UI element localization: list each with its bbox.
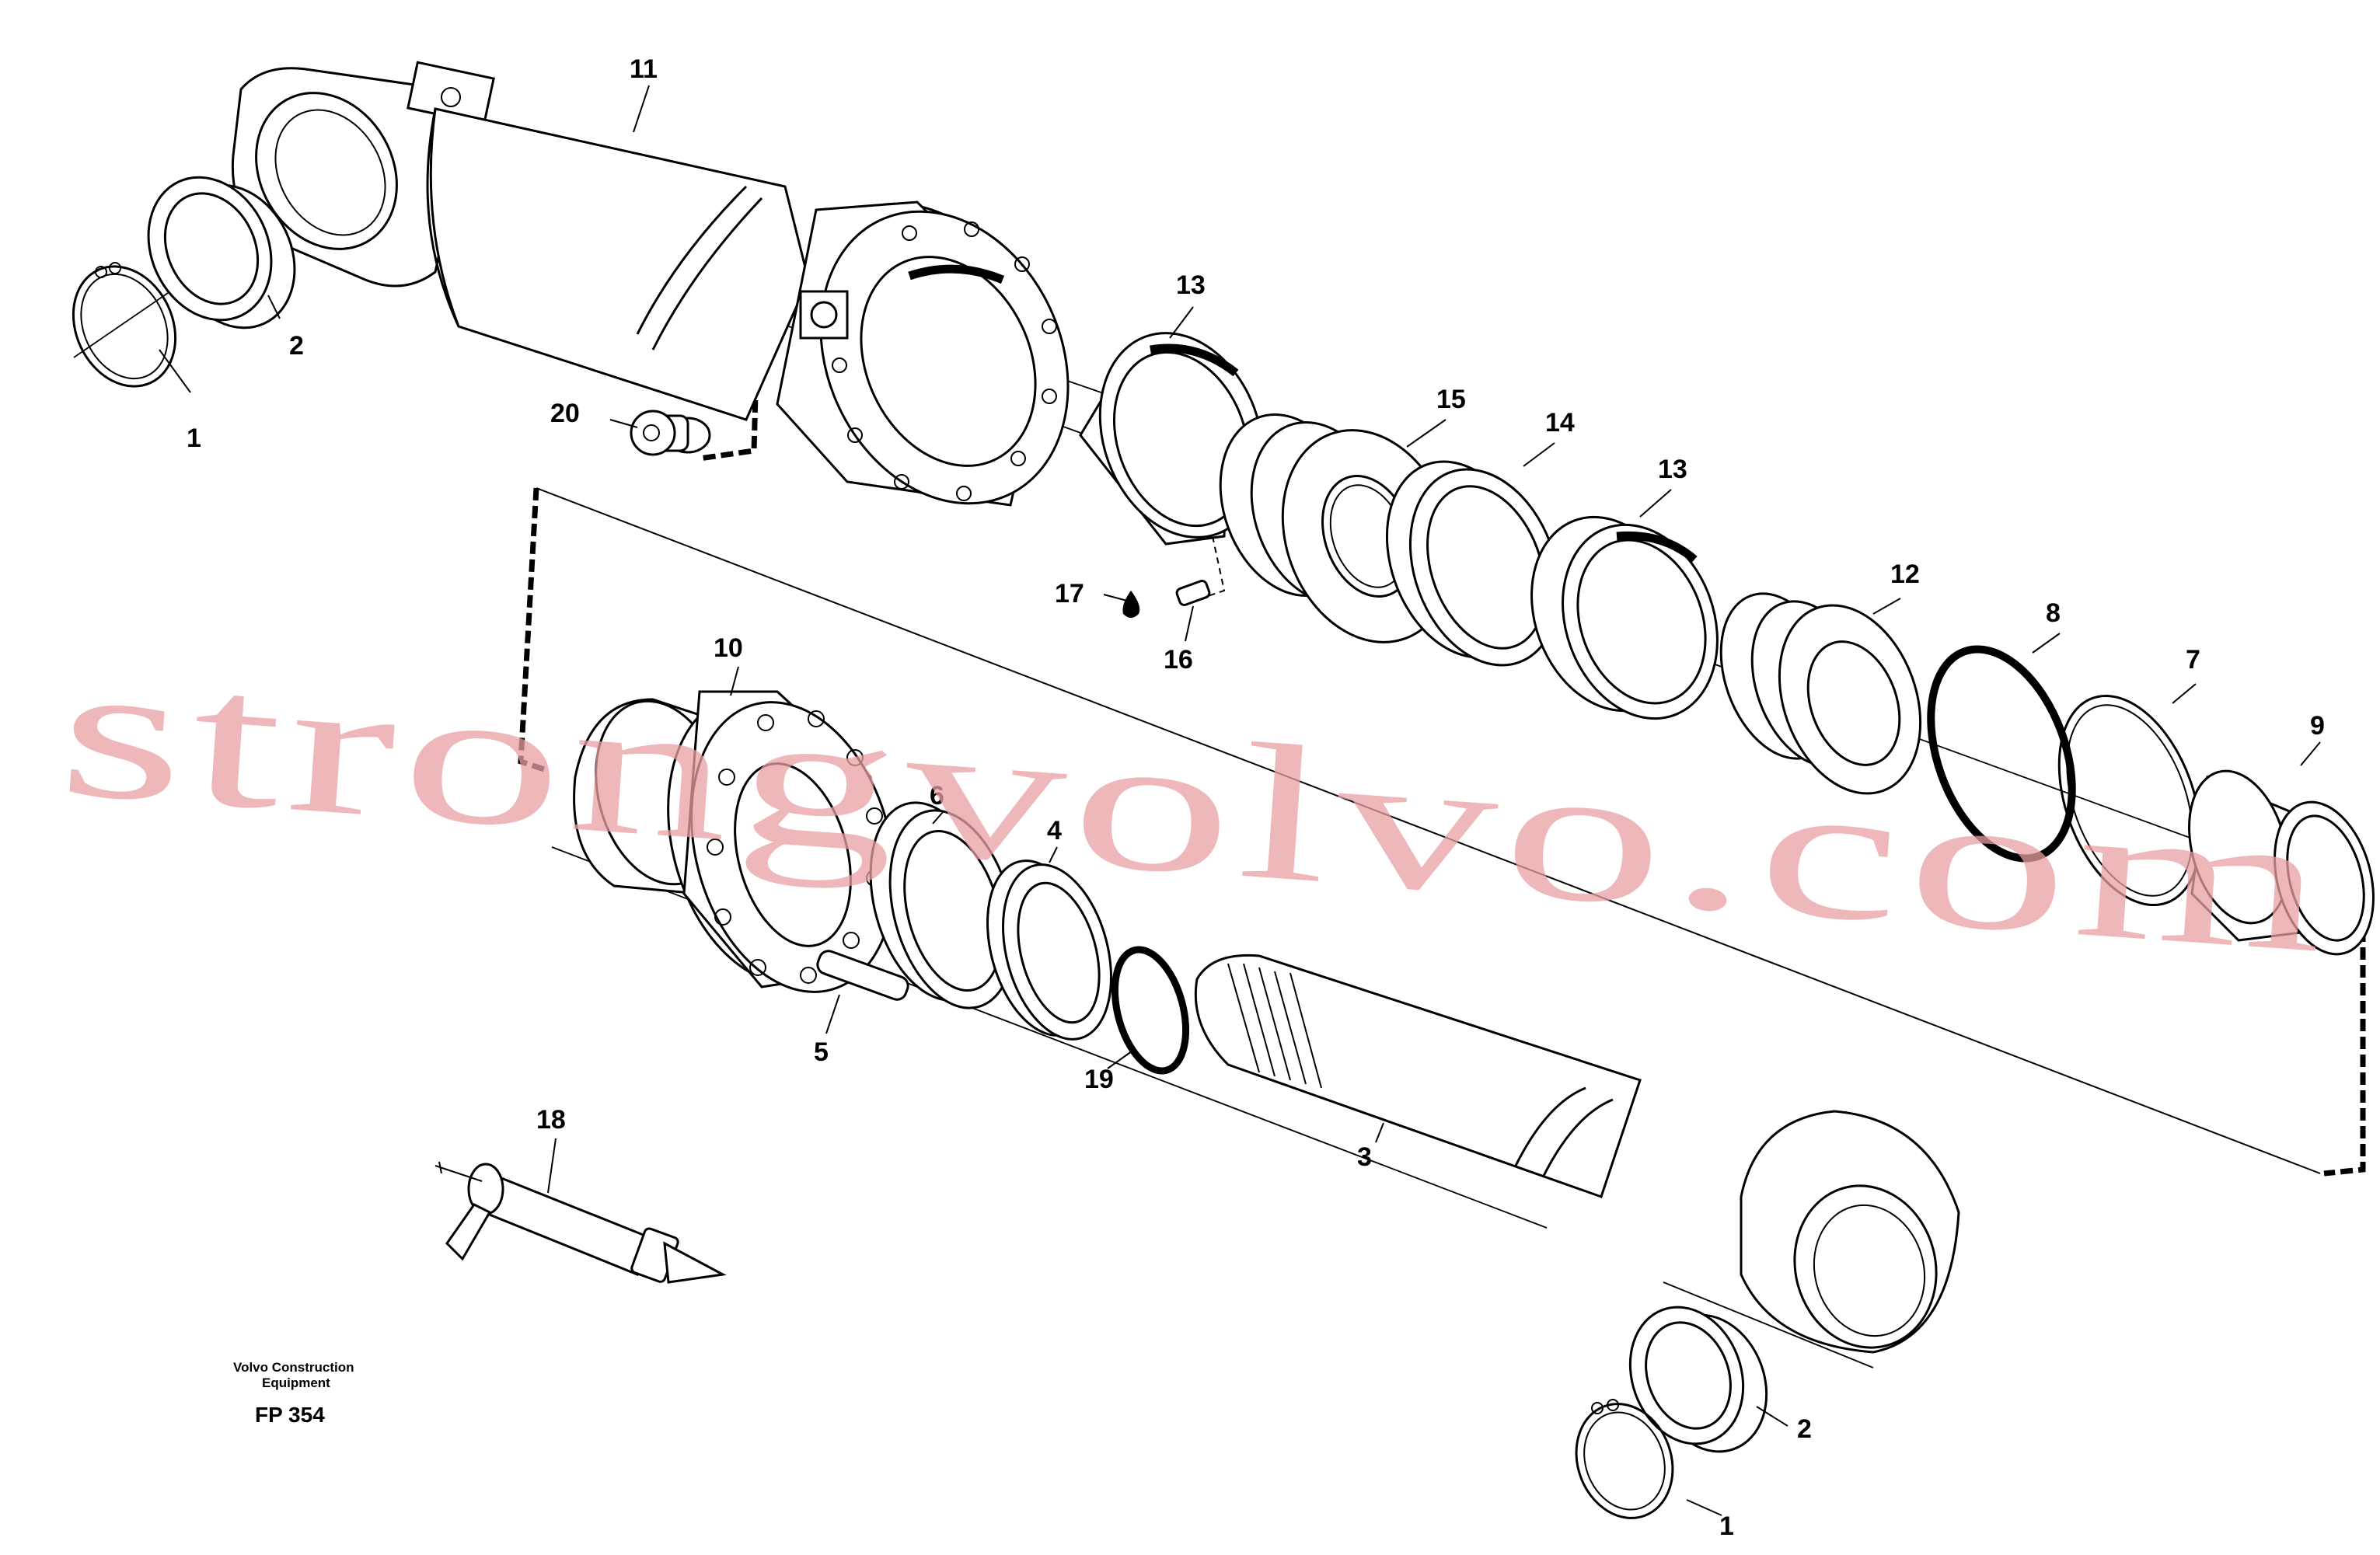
circlip-bottom bbox=[1575, 1399, 1674, 1519]
figure-code: FP 354 bbox=[255, 1403, 325, 1427]
cylinder-head bbox=[573, 690, 895, 993]
bushing bbox=[2188, 769, 2375, 956]
backup-ring bbox=[2057, 694, 2202, 907]
callout-20: 20 bbox=[550, 399, 580, 428]
grease-nipple bbox=[630, 410, 711, 456]
callout-4: 4 bbox=[1047, 816, 1062, 845]
callout-3: 3 bbox=[1357, 1142, 1372, 1172]
callout-19: 19 bbox=[1084, 1065, 1114, 1094]
callout-1-top: 1 bbox=[187, 424, 201, 453]
rod-seal bbox=[986, 859, 1112, 1041]
piston-ring bbox=[1719, 592, 1922, 795]
callout-17: 17 bbox=[1055, 579, 1084, 608]
piston-rod bbox=[1194, 954, 1960, 1354]
o-ring bbox=[1927, 645, 2076, 863]
callout-11: 11 bbox=[630, 54, 658, 84]
callout-16: 16 bbox=[1164, 645, 1193, 675]
callout-14: 14 bbox=[1545, 408, 1575, 438]
callout-6: 6 bbox=[930, 781, 944, 811]
callout-15: 15 bbox=[1436, 385, 1466, 414]
company-name-line2: Equipment bbox=[262, 1375, 330, 1390]
callout-1-bottom: 1 bbox=[1719, 1511, 1734, 1541]
callout-5: 5 bbox=[814, 1037, 829, 1067]
callout-2-bottom: 2 bbox=[1797, 1414, 1812, 1444]
callout-12: 12 bbox=[1890, 560, 1920, 589]
callout-13-lower: 13 bbox=[1658, 455, 1687, 484]
rod-ring bbox=[1111, 946, 1190, 1075]
figure-footer: Volvo Construction Equipment FP 354 bbox=[233, 1360, 354, 1427]
socket-screw bbox=[816, 950, 909, 1001]
company-name-line1: Volvo Construction bbox=[233, 1360, 354, 1375]
callout-13-upper: 13 bbox=[1176, 270, 1206, 300]
watermark: strongvolvo.com bbox=[53, 621, 2340, 995]
callout-8: 8 bbox=[2046, 598, 2061, 628]
callout-18: 18 bbox=[536, 1105, 566, 1135]
grease-gun bbox=[434, 1161, 727, 1284]
set-screw bbox=[1175, 580, 1211, 606]
callout-labels: 1 2 11 20 13 15 14 13 12 8 7 9 17 16 10 … bbox=[187, 54, 2325, 1541]
spherical-bearing-bottom bbox=[1628, 1306, 1768, 1453]
callout-9: 9 bbox=[2310, 711, 2325, 741]
circlip-top bbox=[72, 262, 177, 388]
callout-10: 10 bbox=[714, 633, 743, 663]
piston-seal bbox=[1385, 460, 1561, 667]
callout-2-top: 2 bbox=[289, 331, 304, 361]
flange-bolt-holes bbox=[832, 221, 1057, 501]
ball bbox=[1122, 591, 1140, 618]
guide-ring-lower bbox=[1530, 515, 1719, 720]
spherical-bearing-top bbox=[147, 176, 296, 329]
callout-leaders bbox=[159, 85, 2321, 1516]
callout-7: 7 bbox=[2186, 645, 2200, 675]
wiper-ring bbox=[869, 801, 1016, 1009]
cylinder-barrel bbox=[231, 61, 1070, 507]
